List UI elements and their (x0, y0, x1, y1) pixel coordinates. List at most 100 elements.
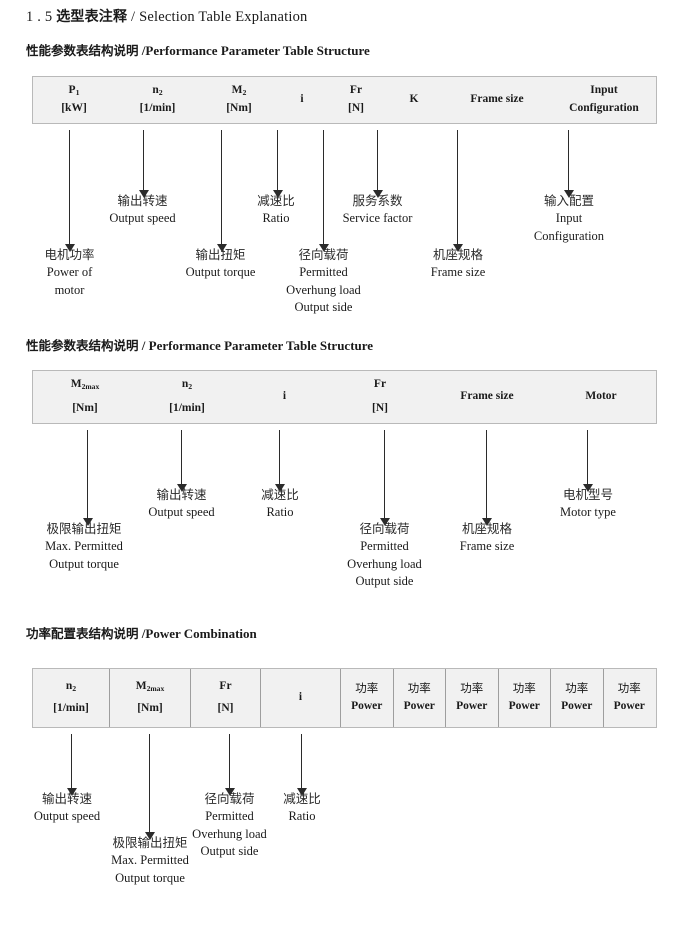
section-number: 1 . 5 (26, 9, 53, 25)
annotation-frame-size-cn: 机座规格 (432, 247, 483, 262)
annotation-output-speed-3: 输出转速 Output speed (3, 790, 131, 826)
table1-col-frame-size-label: Frame size (470, 93, 524, 106)
table3-col-fr: Fr [N] (190, 669, 260, 727)
table3-col-fr-unit: [N] (217, 702, 234, 714)
annotation-frame-size-2-en1: Frame size (459, 538, 515, 553)
annotation-ratio-2-en1: Ratio (266, 504, 294, 519)
annotation-service-factor-en1: Service factor (342, 210, 413, 225)
table2-col-frame-size-label: Frame size (460, 390, 514, 403)
performance-parameter-table: P1 [kW] n2 [1/min] M2 [Nm] i Fr [N] K Fr… (32, 76, 657, 124)
annotation-overhung-load-2: 径向载荷 Permitted Overhung load Output side (316, 520, 453, 591)
annotation-overhung-load-3: 径向载荷 Permitted Overhung load Output side (161, 790, 298, 861)
table2-col-fr-symbol: Fr (373, 378, 387, 391)
annotation-overhung-load-3-en2: Overhung load (192, 826, 267, 841)
annotation-overhung-load: 径向载荷 Permitted Overhung load Output side (255, 246, 392, 317)
page-title: 1 . 5 选型表注释 / Selection Table Explanatio… (26, 6, 308, 26)
table1-col-fr: Fr [N] (326, 77, 386, 123)
table1-col-m2: M2 [Nm] (200, 77, 278, 123)
table1-col-fr-symbol: Fr (349, 84, 363, 97)
arrow-service-factor (372, 130, 383, 198)
annotation-service-factor-cn: 服务系数 (352, 193, 403, 208)
power-combination-table: n2 [1/min] M2max [Nm] Fr [N] i 功率 Power … (32, 668, 657, 728)
section-heading-1-separator: / (141, 43, 146, 58)
arrow-output-speed-3 (66, 734, 77, 796)
annotation-output-torque: 输出扭矩 Output torque (152, 246, 289, 282)
table1-col-k-symbol: K (409, 93, 419, 106)
table1-col-input-configuration-line1: Input (590, 84, 618, 97)
annotation-ratio-3: 减速比 Ratio (254, 790, 350, 826)
table2-col-n2: n2 [1/min] (137, 371, 237, 423)
annotation-max-permitted-output-torque: 极限输出扭矩 Max. Permitted Output torque (20, 520, 148, 573)
annotation-overhung-load-2-cn: 径向载荷 (359, 521, 410, 536)
annotation-motor-type-en1: Motor type (560, 504, 616, 519)
annotation-service-factor: 服务系数 Service factor (311, 192, 444, 228)
table2-col-motor: Motor (546, 371, 656, 423)
section-heading-2: 性能参数表结构说明 / Performance Parameter Table … (26, 335, 373, 354)
annotation-overhung-load-en2: Overhung load (286, 282, 361, 297)
table3-col-n2: n2 [1/min] (33, 669, 109, 727)
annotation-frame-size-2: 机座规格 Frame size (423, 520, 551, 556)
table3-col-power-3: 功率 Power (445, 669, 498, 727)
table3-col-n2-symbol: n2 (65, 680, 77, 694)
table3-col-power-1-cn: 功率 (355, 681, 379, 696)
annotation-overhung-load-3-en3: Output side (200, 844, 259, 859)
table2-col-m2max-unit: [Nm] (72, 402, 98, 414)
annotation-overhung-load-3-cn: 径向载荷 (204, 791, 255, 806)
annotation-power-of-motor-cn: 电机功率 (44, 247, 95, 262)
table3-col-i: i (260, 669, 340, 727)
performance-parameter-table-2: M2max [Nm] n2 [1/min] i Fr [N] Frame siz… (32, 370, 657, 424)
table1-col-p1: P1 [kW] (33, 77, 115, 123)
annotation-input-configuration: 输入配置 Input Configuration (502, 192, 636, 245)
table1-col-n2-unit: [1/min] (139, 102, 176, 114)
annotation-max-permitted-output-torque-en1: Max. Permitted (45, 538, 123, 553)
annotation-max-permitted-output-torque-3-en2: Output torque (115, 870, 185, 885)
annotation-output-speed: 输出转速 Output speed (74, 192, 211, 228)
table3-col-power-2-en: Power (403, 700, 435, 712)
arrow-overhung-load-2 (379, 430, 390, 526)
annotation-frame-size: 机座规格 Frame size (394, 246, 522, 282)
arrow-power-of-motor (64, 130, 75, 252)
arrow-output-speed (138, 130, 149, 198)
annotation-overhung-load-en3: Output side (294, 300, 353, 315)
table3-col-power-5-cn: 功率 (565, 681, 589, 696)
annotation-input-configuration-en2: Configuration (533, 228, 605, 243)
page-title-en: Selection Table Explanation (139, 9, 308, 25)
annotation-power-of-motor: 电机功率 Power of motor (0, 246, 139, 299)
section-heading-3-cn: 功率配置表结构说明 (26, 626, 139, 641)
annotation-max-permitted-output-torque-3-cn: 极限输出扭矩 (112, 835, 188, 850)
table3-col-power-6-cn: 功率 (617, 681, 641, 696)
arrow-input-configuration (563, 130, 574, 198)
section-heading-1-en: Performance Parameter Table Structure (145, 43, 370, 58)
table1-col-k: K (386, 77, 442, 123)
table1-col-i: i (278, 77, 326, 123)
table2-col-i: i (237, 371, 332, 423)
section-heading-3-en: Power Combination (145, 626, 257, 641)
table3-col-fr-symbol: Fr (219, 680, 232, 693)
table2-col-n2-unit: [1/min] (169, 402, 205, 414)
table3-col-power-6-en: Power (613, 700, 645, 712)
annotation-frame-size-2-cn: 机座规格 (461, 521, 512, 536)
table1-col-m2-symbol: M2 (231, 84, 247, 98)
annotation-ratio: 减速比 Ratio (228, 192, 324, 228)
annotation-overhung-load-2-en2: Overhung load (347, 556, 422, 571)
section-heading-3: 功率配置表结构说明 /Power Combination (26, 623, 257, 642)
arrow-motor-type (582, 430, 593, 492)
table3-col-m2max: M2max [Nm] (109, 669, 190, 727)
table3-col-power-3-en: Power (456, 700, 488, 712)
table3-col-power-3-cn: 功率 (460, 681, 484, 696)
annotation-input-configuration-cn: 输入配置 (543, 193, 594, 208)
table3-col-power-1: 功率 Power (340, 669, 393, 727)
section-heading-2-cn: 性能参数表结构说明 (26, 338, 139, 353)
section-heading-3-separator: / (141, 626, 146, 641)
page-title-separator: / (131, 9, 136, 25)
annotation-output-speed-2-cn: 输出转速 (156, 487, 207, 502)
annotation-output-speed-2: 输出转速 Output speed (113, 486, 250, 522)
annotation-output-torque-cn: 输出扭矩 (195, 247, 246, 262)
annotation-output-speed-2-en1: Output speed (148, 504, 215, 519)
table3-col-m2max-symbol: M2max (135, 680, 165, 694)
annotation-max-permitted-output-torque-cn: 极限输出扭矩 (46, 521, 122, 536)
table1-col-input-configuration-line2: Configuration (569, 102, 639, 114)
table3-col-power-5-en: Power (561, 700, 593, 712)
table2-col-fr: Fr [N] (332, 371, 428, 423)
table2-col-frame-size: Frame size (428, 371, 546, 423)
